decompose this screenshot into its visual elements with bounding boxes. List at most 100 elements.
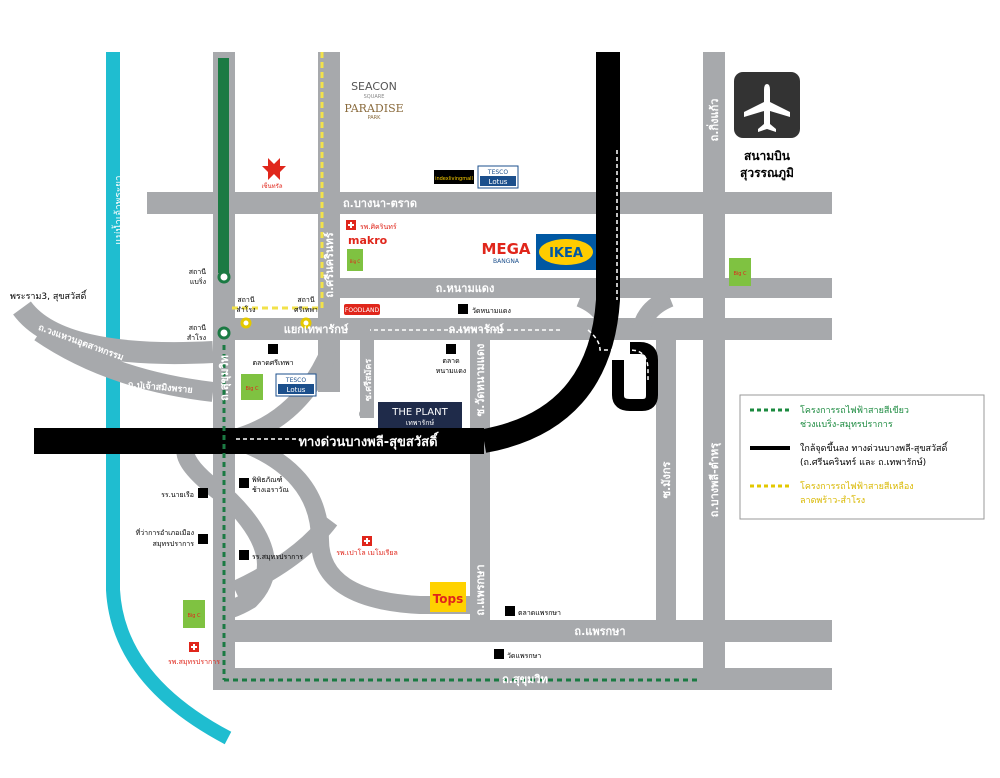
road-bangphli-tamru-ext [703, 340, 725, 350]
road-phraeksa [235, 620, 832, 642]
station-samrong2-marker [240, 317, 252, 329]
legend-box [739, 394, 985, 520]
road-network [147, 52, 832, 690]
station-samrong-label-1: สถานี [189, 324, 206, 332]
station-srithepha-marker [300, 317, 312, 329]
rama3-label: พระราม3, สุขสวัสดิ์ [10, 289, 88, 302]
the-plant-marker [359, 410, 367, 418]
station-baering-label-1: สถานี [189, 268, 206, 276]
river-label: แม่น้ำเจ้าพระยา [111, 175, 125, 244]
paradise-logo-2: PARK [368, 115, 382, 121]
mega-logo-2: BANGNA [493, 258, 520, 265]
legend-green-2: ช่วงแบริ่ง-สมุทรปราการ [800, 417, 893, 430]
landmark-talad-nong-daeng-1: ตลาด [442, 357, 459, 365]
landmark-district-1: ที่ว่าการอำเภอเมือง [136, 528, 194, 537]
station-samrong-label-2: สำโรง [187, 333, 206, 342]
road-label-mangkorn: ซ.มังกร [660, 461, 673, 498]
airport-label-2: สุวรรณภูมิ [740, 166, 794, 181]
road-label-king-kaew: ถ.กิ่งแก้ว [706, 99, 721, 142]
central-logo-text: เซ็นทรัล [261, 181, 282, 190]
hospital-sikarin-label: รพ.ศิครินทร์ [360, 223, 397, 231]
landmark-district-2: สมุทรปราการ [153, 540, 195, 548]
landmark-museum-1: พิพิธภัณฑ์ [252, 476, 283, 484]
landmark-marker [494, 649, 504, 659]
ikea-logo-text: IKEA [549, 246, 583, 261]
landmark-talad-nong-daeng-2: หนามแดง [436, 367, 466, 375]
landmark-marker [458, 304, 468, 314]
bigc-logo-airport [729, 258, 751, 286]
bigc-logo-bangna-text: Big C [350, 259, 361, 264]
landmark-marker [239, 478, 249, 488]
legend: โครงการรถไฟฟ้าสายสีเขียว ช่วงแบริ่ง-สมุท… [739, 394, 985, 520]
hospital-paolo-label: รพ.เปาโล เมโมเรียล [336, 548, 398, 557]
bigc-logo-river-text: Big C [187, 613, 201, 619]
seacon-logo-2: SQUARE [364, 94, 385, 100]
road-sri-nakhon [360, 340, 374, 418]
landmark-museum-2: ช้างเอราวัณ [252, 486, 289, 494]
tops-logo-text: Tops [433, 592, 464, 606]
seacon-logo-1: SEACON [351, 80, 397, 93]
landmarks: วัดหนามแดง ตลาด หนามแดง ตลาดศรีเทพา พิพิ… [10, 289, 561, 660]
foodland-logo-text: FOODLAND [345, 307, 380, 314]
landmark-marker [268, 344, 278, 354]
road-label-sukhumvit-v: ถ.สุขุมวิท [218, 355, 232, 401]
landmark-marker [446, 344, 456, 354]
landmark-marker [198, 534, 208, 544]
road-kanchana [13, 301, 214, 365]
road-label-sri-nakhon: ซ.ศรีสมัคร [363, 359, 374, 402]
station-srithepha-label-2: ศรีเทพา [294, 306, 318, 314]
road-label-bangna-trat: ถ.บางนา-ตราด [343, 197, 417, 210]
station-samrong-marker [217, 326, 231, 340]
station-baering-label-2: แบริ่ง [190, 277, 206, 286]
expressway: ทางด่วนบางพลี-สุขสวัสดิ์ [34, 52, 658, 454]
landmark-wat-phraeksa: วัดแพรกษา [507, 652, 541, 660]
paradise-logo-1: PARADISE [344, 102, 403, 115]
road-mangkorn [656, 340, 676, 620]
hospitals: รพ.ศิครินทร์ รพ.เปาโล เมโมเรียล รพ.สมุทร… [168, 220, 398, 666]
expressway-loop [612, 342, 658, 411]
landmark-talad-phraeksa: ตลาดแพรกษา [518, 609, 561, 617]
hospital-samut-label: รพ.สมุทรปราการ [168, 658, 220, 666]
index-logo-text: indexlivingmall [435, 176, 473, 182]
tesco-logo-top-1: TESCO [487, 169, 508, 176]
the-plant-logo-2: เทพารักษ์ [406, 419, 435, 427]
road-label-thepharak-jct: แยกเทพารักษ์ [284, 323, 349, 336]
makro-logo: makro [348, 234, 388, 247]
tesco-logo-sukhumvit-1: TESCO [285, 377, 306, 384]
station-samrong2-label-2: สำโรง [236, 305, 255, 314]
yellow-line [232, 52, 324, 310]
the-plant-logo [378, 402, 462, 428]
stations: สถานี แบริ่ง สถานี สำโรง สถานี สำโรง สถา… [187, 268, 318, 342]
bigc-logo-airport-text: Big C [733, 271, 747, 277]
mega-logo-1: MEGA [481, 240, 530, 258]
bigc-logo-bangna [347, 249, 363, 271]
expressway-label: ทางด่วนบางพลี-สุขสวัสดิ์ [298, 431, 439, 450]
tesco-logo-top-2: Lotus [489, 178, 508, 186]
bigc-logo-river [183, 600, 205, 628]
landmark-marker [239, 550, 249, 560]
brand-logos: SEACON SQUARE PARADISE PARK indexlivingm… [183, 80, 751, 628]
landmark-marker [505, 606, 515, 616]
route-arrows [236, 150, 649, 440]
legend-black-2: (ถ.ศรีนครินทร์ และ ถ.เทพารักษ์) [800, 456, 926, 468]
index-logo [434, 170, 474, 184]
road-label-thepharak: ถ.เทพารักษ์ [448, 323, 504, 336]
tesco-logo-sukhumvit-2: Lotus [287, 386, 306, 394]
airplane-icon [744, 84, 790, 132]
road-label-bangphli-tamru: ถ.บางพลี-ตำหรุ [708, 443, 722, 517]
the-plant-logo-1: THE PLANT [391, 407, 448, 418]
landmark-talad-sri-thepha: ตลาดศรีเทพา [252, 359, 293, 367]
road-label-phraeksa-v: ถ.แพรกษา [474, 564, 487, 615]
road-label-nong-daeng: ถ.หนามแดง [436, 282, 495, 295]
expressway-curve [481, 52, 620, 453]
road-king-kaew [703, 52, 725, 668]
central-logo-icon [262, 158, 286, 180]
road-thepharak [215, 318, 832, 340]
road-label-phraeksa: ถ.แพรกษา [574, 625, 625, 638]
station-samrong2-label-1: สถานี [237, 296, 254, 304]
road-pu-chao [34, 323, 215, 402]
bigc-logo-sukhumvit [241, 374, 263, 400]
legend-yellow-1: โครงการรถไฟฟ้าสายสีเหลือง [800, 481, 914, 492]
landmark-samut-school: รร.สมุทรปราการ [252, 553, 303, 561]
